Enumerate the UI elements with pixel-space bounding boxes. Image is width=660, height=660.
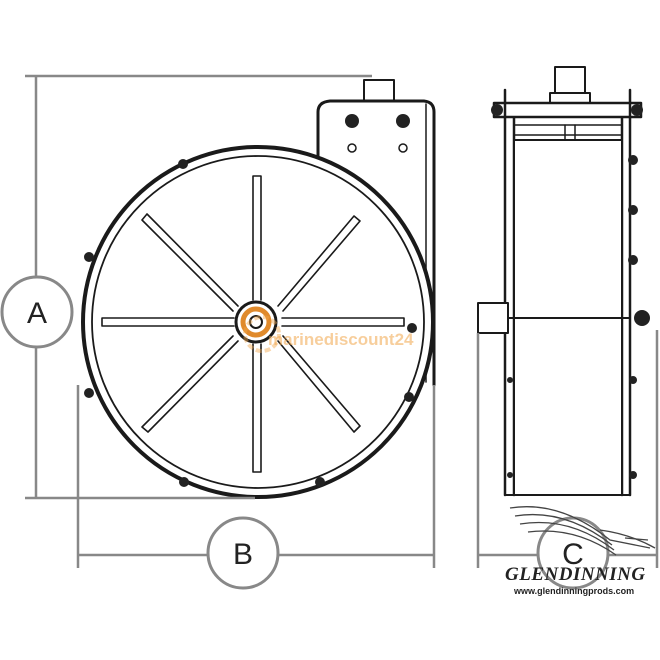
bracket-hole (398, 143, 408, 153)
dimension-b-label: B (233, 538, 253, 571)
bracket-bolt (396, 114, 410, 128)
dimension-a-callout: A (0, 275, 74, 349)
brand-logo: GLENDINNING www.glendinningprods.com (505, 506, 656, 596)
side-hub-stub (477, 302, 509, 334)
side-view (477, 66, 650, 497)
hub-axle (249, 315, 263, 329)
drum-spokes (101, 175, 405, 473)
brand-name: GLENDINNING (505, 564, 646, 585)
watermark: marinediscount24 (243, 315, 414, 353)
dimension-c-label: C (562, 538, 584, 571)
inlet-fitting (363, 79, 395, 103)
front-view (81, 79, 436, 499)
side-bolts (507, 155, 650, 479)
bracket-bolt (345, 114, 359, 128)
watermark-text: marinediscount24 (268, 330, 414, 349)
rim-rivets (84, 159, 417, 487)
dimension-b-callout: B (206, 516, 280, 590)
brand-url: www.glendinningprods.com (513, 586, 634, 596)
watermark-gear-icon (243, 315, 281, 353)
boat-swoosh-icon (509, 506, 656, 556)
drum-inner-rim (91, 155, 425, 489)
dimension-a-label: A (27, 297, 47, 330)
axle-bar (492, 101, 643, 119)
bracket-hole (347, 143, 357, 153)
dimension-lines (25, 74, 659, 568)
